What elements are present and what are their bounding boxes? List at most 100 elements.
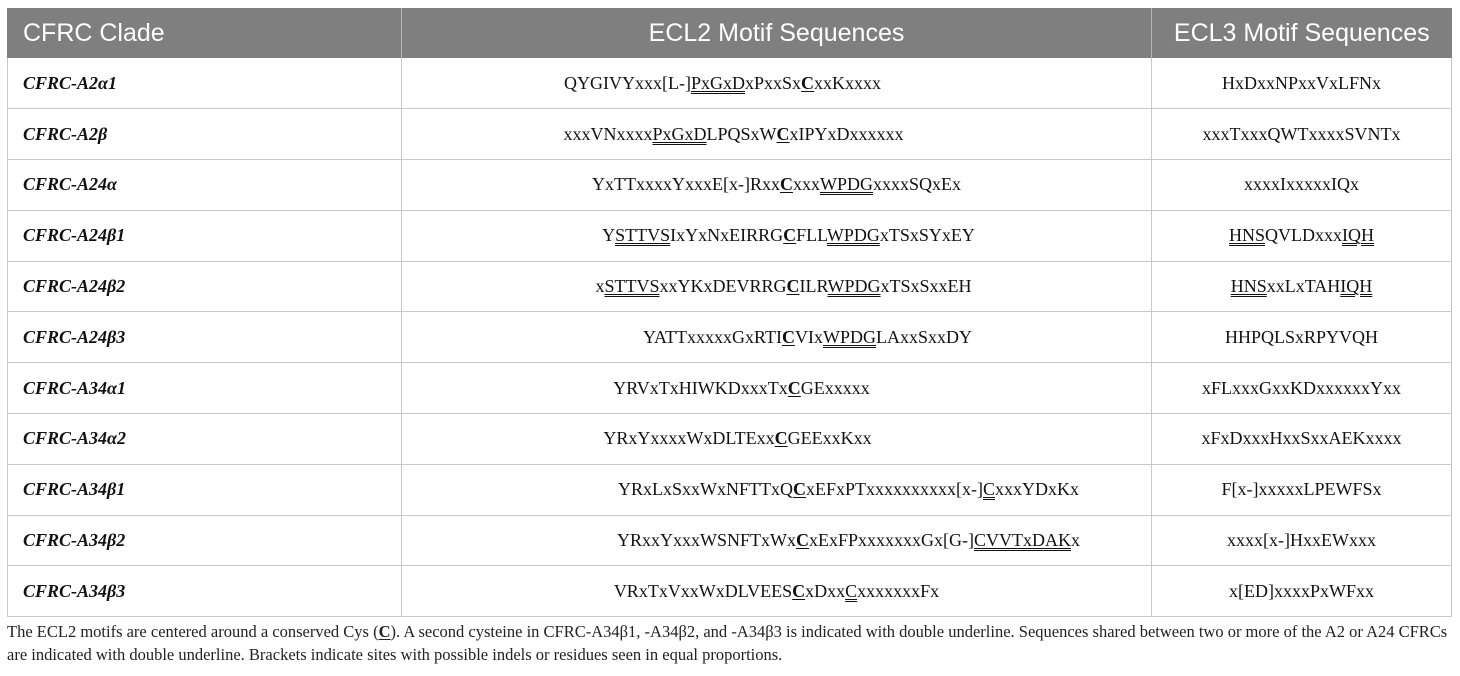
clade-name: CFRC-A24β3 [7,311,402,364]
conserved-cys: C [781,326,795,347]
sequence-segment: YRxxYxxxWSNFTxWx [617,530,796,551]
sequence-segment: ILR [799,276,828,297]
table-row: CFRC-A34β3 VRxTxVxxWxDLVEESCxDxxCxxxxxxxF… [7,565,1452,618]
sequence-segment: xPxxSx [744,72,801,93]
ecl3-motif-sequence: x[ED]xxxxPxWFxx [1229,581,1374,602]
ecl2-motif-sequence: YSTTVSIxYxNxEIRRGCFLLWPDGxTSxSYxEY [602,225,975,246]
sequence-segment: xxxVNxxxx [563,123,653,144]
ecl2-motif-sequence: YATTxxxxxGxRTICVIxWPDGLAxxSxxDY [643,327,972,348]
conserved-cys: C [774,428,788,449]
sequence-segment: YRVxTxHIWKDxxxTx [613,377,788,398]
ecl3-motif-sequence: HxDxxNPxxVxLFNx [1222,73,1381,94]
clade-name: CFRC-A34β2 [7,515,402,567]
sequence-segment: QVLDxxx [1265,225,1342,246]
ecl2-motif-cell: YRxLxSxxWxNFTTxQCxEFxPTxxxxxxxxxx[x-]Cxx… [401,464,1152,516]
conserved-cys: C [801,72,814,93]
sequence-segment: HHPQLSxRPYVQH [1224,326,1379,347]
shared-segment: HNS [1228,225,1265,246]
sequence-segment: xxxTxxxQWTxxxxSVNTx [1202,123,1401,144]
ecl2-motif-cell: xSTTVSxxYKxDEVRRGCILRWPDGxTSxSxxEH [401,261,1152,313]
sequence-segment: VRxTxVxxWxDLVEES [613,580,793,601]
conserved-cys: C [792,479,806,500]
ecl2-motif-sequence: YRxLxSxxWxNFTTxQCxEFxPTxxxxxxxxxx[x-]Cxx… [618,479,1079,500]
ecl3-motif-cell: HNSxxLxTAHIQH [1151,261,1452,313]
clade-name: CFRC-A34β3 [7,565,402,618]
ecl2-motif-cell: YRVxTxHIWKDxxxTxCGExxxxx [401,362,1152,415]
conserved-cys: C [776,123,790,144]
sequence-segment: xxxxIxxxxxIQx [1244,174,1359,195]
ecl3-motif-cell: xFxDxxxHxxSxxAEKxxxx [1151,413,1452,465]
second-cys: CVVTxDAK [974,530,1071,551]
sequence-segment: xFLxxxGxxKDxxxxxxYxx [1201,377,1401,398]
ecl2-motif-sequence: YRxxYxxxWSNFTxWxCxExFPxxxxxxxGx[G-]CVVTx… [617,530,1080,551]
shared-segment: PxGxD [690,72,745,93]
footnote-text-1: The ECL2 motifs are centered around a co… [7,622,379,641]
shared-segment: WPDG [827,276,881,297]
shared-segment: IQH [1342,225,1374,246]
sequence-segment: LPQSxW [706,123,777,144]
clade-name: CFRC-A24β2 [7,261,402,313]
motif-table-container: CFRC Clade ECL2 Motif Sequences ECL3 Mot… [7,8,1452,618]
sequence-segment: xTSxSxxEH [880,276,972,297]
ecl3-motif-cell: xxxx[x-]HxxEWxxx [1151,515,1452,567]
motif-table: CFRC Clade ECL2 Motif Sequences ECL3 Mot… [7,8,1452,618]
conserved-cys: C [796,530,809,551]
ecl3-motif-sequence: HNSQVLDxxxIQH [1229,225,1374,246]
ecl2-motif-sequence: xxxVNxxxxPxGxDLPQSxWCxIPYxDxxxxxx [563,124,903,145]
clade-name: CFRC-A24α [7,159,402,211]
clade-name: CFRC-A24β1 [7,210,402,262]
table-row: CFRC-A2α1 QYGIVYxxx[L-]PxGxDxPxxSxCxxKxxx… [7,58,1452,110]
sequence-segment: xxxxxxxFx [857,580,940,601]
sequence-segment: xxxYDxKx [995,479,1079,500]
clade-name: CFRC-A34α2 [7,413,402,465]
sequence-segment: YxTTxxxxYxxxE[x-]Rxx [592,174,780,195]
ecl3-motif-cell: xxxTxxxQWTxxxxSVNTx [1151,108,1452,161]
sequence-segment: xxxx[x-]HxxEWxxx [1227,530,1376,551]
ecl3-motif-cell: HHPQLSxRPYVQH [1151,311,1452,364]
ecl2-motif-sequence: VRxTxVxxWxDLVEESCxDxxCxxxxxxxFx [614,581,939,602]
second-cys: C [845,580,858,601]
shared-segment: WPDG [819,174,873,195]
footnote-cys-marker: C [378,622,391,641]
ecl2-motif-cell: QYGIVYxxx[L-]PxGxDxPxxSxCxxKxxxx [401,58,1152,110]
ecl3-motif-sequence: xxxTxxxQWTxxxxSVNTx [1203,124,1401,145]
clade-name: CFRC-A34β1 [7,464,402,516]
sequence-segment: HxDxxNPxxVxLFNx [1221,72,1381,93]
sequence-segment: VIx [794,326,823,347]
sequence-segment: LAxxSxxDY [875,326,972,347]
sequence-segment: xxx [792,174,820,195]
shared-segment: HNS [1230,276,1267,297]
ecl2-motif-sequence: xSTTVSxxYKxDEVRRGCILRWPDGxTSxSxxEH [595,276,971,297]
sequence-segment: xxxxSQxEx [872,174,961,195]
clade-name: CFRC-A2β [7,108,402,161]
sequence-segment: YRxLxSxxWxNFTTxQ [617,479,793,500]
sequence-segment: Y [602,225,616,246]
conserved-cys: C [779,174,793,195]
shared-segment: WPDG [822,326,876,347]
ecl2-motif-sequence: QYGIVYxxx[L-]PxGxDxPxxSxCxxKxxxx [564,73,881,94]
table-row: CFRC-A2β xxxVNxxxxPxGxDLPQSxWCxIPYxDxxxxx… [7,108,1452,161]
clade-name: CFRC-A2α1 [7,58,402,110]
sequence-segment: GEExxKxx [787,428,872,449]
conserved-cys: C [792,580,806,601]
conserved-cys: C [783,225,797,246]
ecl2-motif-cell: YATTxxxxxGxRTICVIxWPDGLAxxSxxDY [401,311,1152,364]
ecl3-motif-cell: x[ED]xxxxPxWFxx [1151,565,1452,618]
sequence-segment: xFxDxxxHxxSxxAEKxxxx [1201,428,1402,449]
ecl2-motif-cell: YRxYxxxxWxDLTExxCGEExxKxx [401,413,1152,465]
ecl3-motif-sequence: F[x-]xxxxxLPEWFSx [1221,479,1381,500]
header-ecl2: ECL2 Motif Sequences [401,8,1152,58]
ecl3-motif-sequence: xFLxxxGxxKDxxxxxxYxx [1202,378,1401,399]
table-row: CFRC-A34β2 YRxxYxxxWSNFTxWxCxExFPxxxxxxxG… [7,515,1452,567]
table-row: CFRC-A24β1 YSTTVSIxYxNxEIRRGCFLLWPDGxTSxS… [7,210,1452,262]
shared-segment: STTVS [604,276,660,297]
shared-segment: IQH [1340,276,1373,297]
sequence-segment: xxYKxDEVRRG [659,276,787,297]
clade-name: CFRC-A34α1 [7,362,402,415]
ecl3-motif-sequence: HHPQLSxRPYVQH [1225,327,1378,348]
ecl3-motif-cell: xxxxIxxxxxIQx [1151,159,1452,211]
conserved-cys: C [787,377,801,398]
